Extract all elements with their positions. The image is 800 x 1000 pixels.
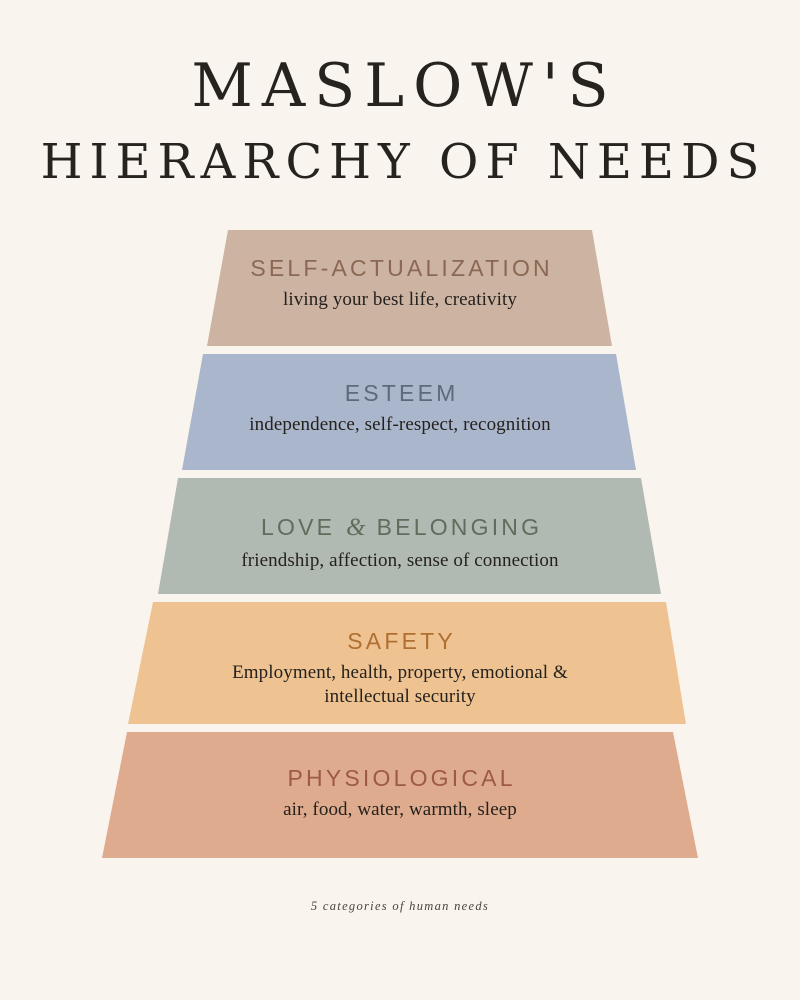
tier-label-physiological: PHYSIOLOGICAL air, food, water, warmth, … [0,765,800,822]
tier-heading-self-actualization: SELF-ACTUALIZATION [250,255,553,281]
tier-description-safety-line2: intellectual security [324,686,476,708]
ampersand-glyph: & [346,514,366,541]
tier-heading-love-belonging-part2: BELONGING [376,514,543,540]
tier-description-physiological: air, food, water, warmth, sleep [283,799,517,821]
tier-label-self-actualization: SELF-ACTUALIZATION living your best life… [0,255,800,312]
tier-description-esteem: independence, self-respect, recognition [249,414,551,436]
tier-heading-love-belonging-part1: LOVE [261,514,336,540]
page-title: MASLOW'S HIERARCHY OF NEEDS [0,56,800,186]
tier-heading-safety: SAFETY [347,628,456,654]
title-line-1: MASLOW'S [191,51,618,121]
footer-caption: 5 categories of human needs [310,899,490,913]
tier-description-self-actualization: living your best life, creativity [283,289,517,311]
tier-heading-love-belonging: LOVE&BELONGING [0,514,800,542]
tier-heading-esteem: ESTEEM [344,380,459,406]
tier-heading-physiological: PHYSIOLOGICAL [287,765,516,791]
title-line-2: HIERARCHY OF NEEDS [40,134,767,190]
tier-description-love-belonging: friendship, affection, sense of connecti… [241,549,559,571]
tier-label-love-belonging: LOVE&BELONGING friendship, affection, se… [0,514,800,572]
tier-label-safety: SAFETY Employment, health, property, emo… [0,628,800,709]
tier-label-esteem: ESTEEM independence, self-respect, recog… [0,380,800,437]
tier-description-safety: Employment, health, property, emotional … [0,661,800,709]
tier-description-safety-line1: Employment, health, property, emotional … [232,662,568,684]
